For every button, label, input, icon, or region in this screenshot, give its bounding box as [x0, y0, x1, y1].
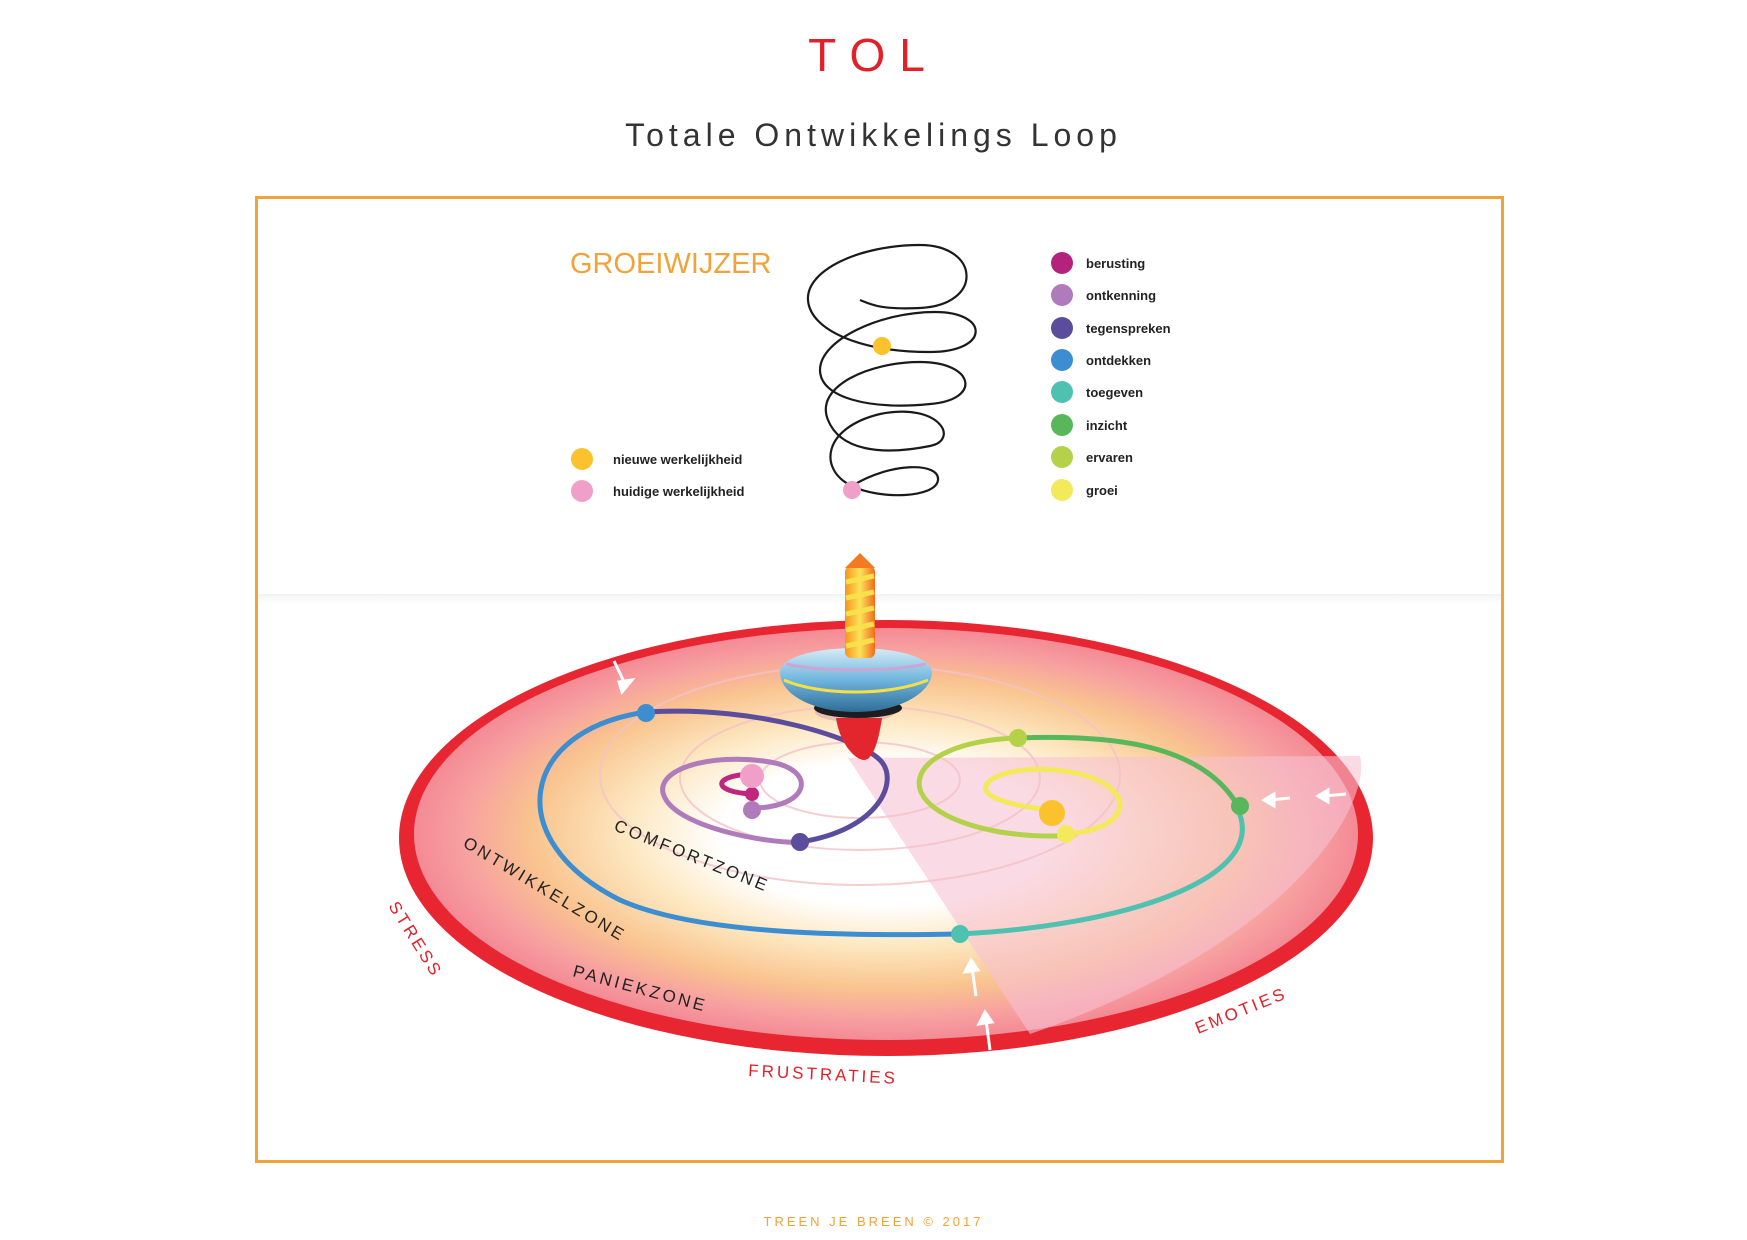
legend-item-toegeven: toegeven	[1051, 380, 1143, 404]
legend-label: huidige werkelijkheid	[613, 483, 745, 499]
spinning-top	[780, 553, 932, 760]
legend-item-huidige-werkelijkheid: huidige werkelijkheid	[571, 479, 744, 503]
spiral-segment-groei	[983, 766, 1123, 837]
marker-huidige-werkelijkheid	[740, 764, 764, 788]
legend-item-ontdekken: ontdekken	[1051, 348, 1151, 372]
top-band	[783, 678, 929, 694]
legend-label: inzicht	[1086, 417, 1128, 433]
legend-dot-toegeven	[1051, 381, 1073, 403]
spiral-dot-huidige-werkelijkheid	[843, 481, 861, 499]
legend-item-tegenspreken: tegenspreken	[1051, 316, 1171, 340]
top-body	[780, 648, 932, 712]
spiral-segment-ontdekken	[537, 709, 963, 938]
footer-copyright: TREEN JE BREEN © 2017	[763, 1214, 984, 1229]
legend-label: groei	[1086, 482, 1118, 498]
page-subtitle: Totale Ontwikkelings Loop	[625, 117, 1122, 153]
marker-inzicht	[1231, 797, 1249, 815]
marker-toegeven	[951, 925, 969, 943]
spiral-segment-toegeven	[957, 807, 1245, 937]
legend-label: berusting	[1086, 255, 1146, 271]
groeiwijzer-heading: GROEIWIJZER	[570, 248, 772, 280]
legend-dot-groei	[1051, 479, 1073, 501]
marker-tegenspreken	[791, 833, 809, 851]
top-band-2	[785, 662, 927, 672]
horizon-line	[258, 594, 1501, 608]
marker-ervaren	[1009, 729, 1027, 747]
legend-label: ontkenning	[1086, 287, 1157, 303]
legend-label: tegenspreken	[1086, 320, 1171, 336]
legend-item-inzicht: inzicht	[1051, 413, 1127, 437]
spiral-dot-nieuwe-werkelijkheid	[873, 337, 891, 355]
growth-spiral	[537, 708, 1245, 938]
legend-item-berusting: berusting	[1051, 251, 1145, 275]
pressure-arrows	[612, 660, 1347, 1051]
top-handle-cap	[845, 553, 875, 568]
marker-nieuwe-werkelijkheid	[1039, 800, 1065, 826]
spiral-segment-ontkenning-loop	[660, 756, 804, 845]
spiral-segment-tegenspreken	[643, 708, 890, 845]
legend-dot-ervaren	[1051, 446, 1073, 468]
marker-groei	[1057, 825, 1075, 843]
diagram-frame	[255, 196, 1504, 1163]
page-title: TOL	[808, 29, 939, 81]
spiral-segment-inzicht	[1015, 734, 1241, 809]
marker-ontkenning	[743, 801, 761, 819]
marker-ontdekken	[637, 704, 655, 722]
legend-dot-inzicht	[1051, 414, 1073, 436]
label-frustraties: FRUSTRATIES	[748, 1061, 899, 1088]
legend-dot-nieuwe-werkelijkheid	[571, 448, 593, 470]
legend-dot-ontkenning	[1051, 284, 1073, 306]
groeiwijzer-spiral	[806, 243, 977, 497]
marker-berusting	[745, 787, 759, 801]
legend-label: ervaren	[1086, 449, 1133, 465]
top-tip	[836, 718, 882, 760]
legend-dot-berusting	[1051, 252, 1073, 274]
legend-label: ontdekken	[1086, 352, 1152, 368]
legend-label: nieuwe werkelijkheid	[613, 451, 743, 467]
legend-item-nieuwe-werkelijkheid: nieuwe werkelijkheid	[571, 447, 742, 471]
spiral-segment-ervaren	[916, 735, 1069, 839]
legend-item-ervaren: ervaren	[1051, 445, 1133, 469]
legend-dot-ontdekken	[1051, 349, 1073, 371]
legend-item-ontkenning: ontkenning	[1051, 283, 1156, 307]
legend-label: toegeven	[1086, 384, 1144, 400]
legend-dot-tegenspreken	[1051, 317, 1073, 339]
spiral-segment-berusting	[719, 771, 755, 797]
legend-item-groei: groei	[1051, 478, 1118, 502]
legend-dot-huidige-werkelijkheid	[571, 480, 593, 502]
